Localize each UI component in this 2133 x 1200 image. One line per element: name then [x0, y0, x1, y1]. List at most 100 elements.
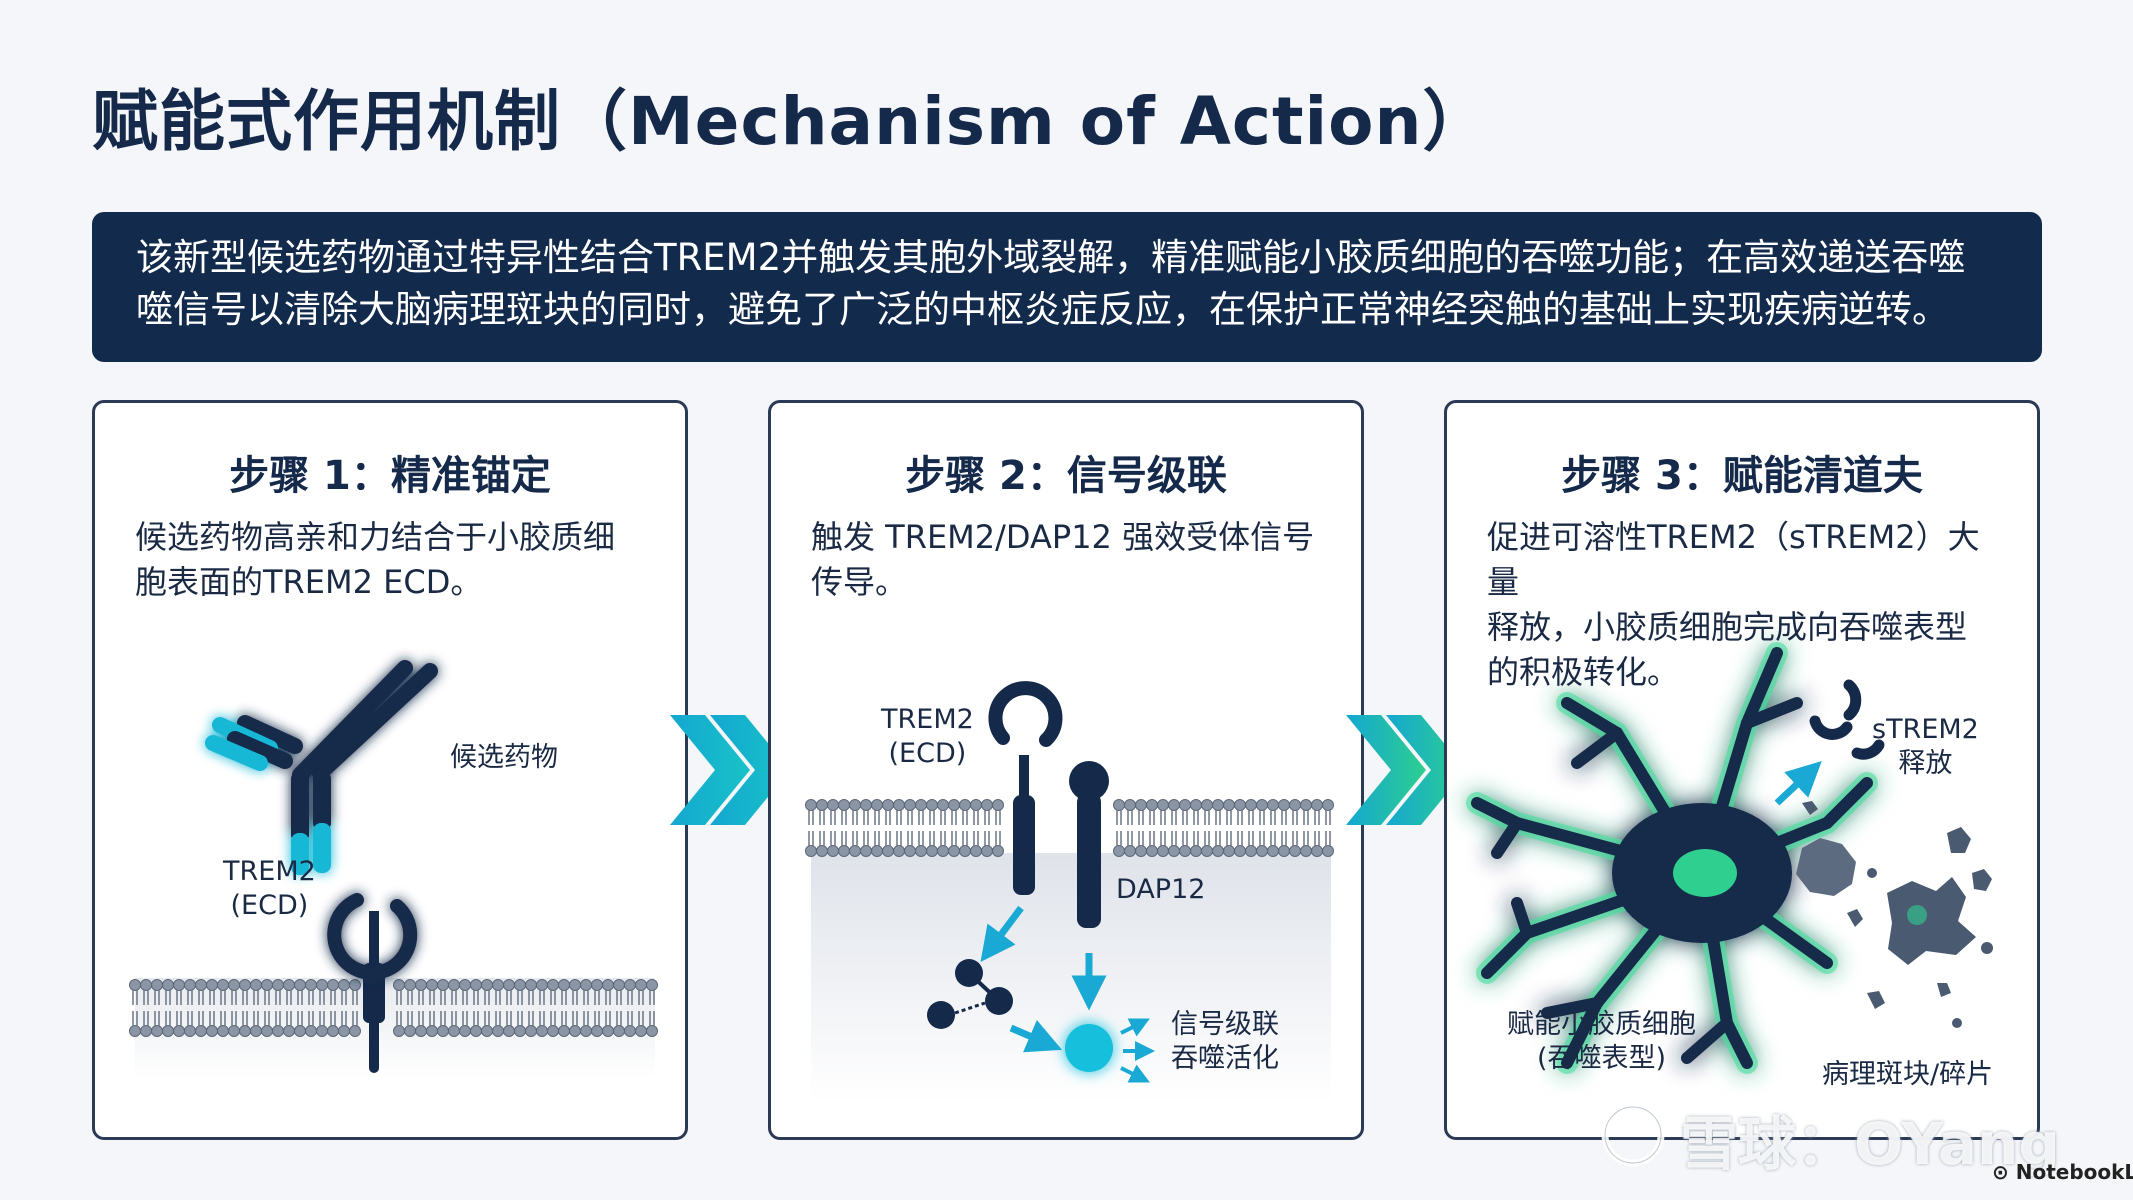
- lipid-head: [1190, 799, 1202, 811]
- lipid-head: [316, 1025, 328, 1037]
- lipid-head: [1289, 845, 1301, 857]
- lipid-head: [492, 1025, 504, 1037]
- lipid-head: [1311, 799, 1323, 811]
- lipid-head: [602, 1025, 614, 1037]
- dap12-adaptor: [1069, 761, 1109, 928]
- lipid-head: [948, 799, 960, 811]
- plaque-debris: [1796, 801, 1993, 1028]
- lipid-head: [1289, 799, 1301, 811]
- lipid-head: [261, 979, 273, 991]
- step-1-illustration: [129, 660, 658, 1078]
- lipid-head: [184, 979, 196, 991]
- step-2-trem2-label: TREM2 (ECD): [881, 703, 974, 771]
- lipid-head: [140, 979, 152, 991]
- step-2-title: 步骤 2：信号级联: [905, 453, 1227, 499]
- lipid-head: [316, 979, 328, 991]
- lipid-head: [272, 1025, 284, 1037]
- lipid-head: [492, 979, 504, 991]
- cascade-label: 信号级联 吞噬活化: [1171, 1008, 1279, 1076]
- lipid-head: [1245, 845, 1257, 857]
- lipid-head: [1322, 845, 1334, 857]
- lipid-head: [459, 1025, 471, 1037]
- lipid-head: [162, 1025, 174, 1037]
- strem2-label-text: sTREM2: [1872, 714, 1979, 745]
- microglia-label: 赋能小胶质细胞 (吞噬表型): [1507, 1008, 1696, 1076]
- drug-label: 候选药物: [450, 742, 558, 773]
- lipid-head: [959, 845, 971, 857]
- step-2-desc-line-1: 触发 TREM2/DAP12 强效受体信号: [811, 518, 1315, 556]
- trem2-receptor: [327, 893, 418, 1073]
- step-1-trem2-label: TREM2 (ECD): [223, 855, 316, 923]
- lipid-head: [173, 1025, 185, 1037]
- lipid-head: [1234, 799, 1246, 811]
- lipid-head: [893, 799, 905, 811]
- page-title: 赋能式作用机制（Mechanism of Action）: [92, 83, 1490, 160]
- lipid-head: [882, 799, 894, 811]
- step-1-description: 候选药物高亲和力结合于小胶质细 胞表面的TREM2 ECD。: [135, 515, 655, 605]
- lipid-head: [129, 979, 141, 991]
- lipid-head: [926, 845, 938, 857]
- step-3-description: 促进可溶性TREM2（sTREM2）大量 释放，小胶质细胞完成向吞噬表型 的积极…: [1487, 515, 2007, 695]
- lipid-head: [915, 845, 927, 857]
- lipid-head: [1234, 845, 1246, 857]
- lipid-head: [503, 1025, 515, 1037]
- lipid-head: [1278, 845, 1290, 857]
- lipid-head: [228, 979, 240, 991]
- lipid-head: [206, 979, 218, 991]
- lipid-head: [558, 1025, 570, 1037]
- lipid-head: [1267, 799, 1279, 811]
- lipid-head: [514, 1025, 526, 1037]
- lipid-head: [481, 979, 493, 991]
- lipid-head: [283, 1025, 295, 1037]
- lipid-head: [547, 1025, 559, 1037]
- lipid-head: [448, 979, 460, 991]
- lipid-head: [470, 979, 482, 991]
- lipid-head: [1179, 845, 1191, 857]
- step-3-desc-line-3: 的积极转化。: [1487, 653, 1680, 691]
- lipid-head: [970, 845, 982, 857]
- lipid-head: [503, 979, 515, 991]
- lipid-head: [217, 979, 229, 991]
- microglia-label-line-1: 赋能小胶质细胞: [1507, 1009, 1696, 1040]
- lipid-head: [816, 845, 828, 857]
- watermark: 雪球：OYang: [1680, 1110, 2060, 1178]
- lipid-head: [1168, 845, 1180, 857]
- lipid-head: [646, 1025, 658, 1037]
- lipid-head: [893, 845, 905, 857]
- lipid-head: [838, 845, 850, 857]
- lipid-head: [1135, 799, 1147, 811]
- lipid-head: [470, 1025, 482, 1037]
- step-1-desc-line-1: 候选药物高亲和力结合于小胶质细: [135, 518, 616, 556]
- lipid-head: [591, 1025, 603, 1037]
- lipid-head: [827, 845, 839, 857]
- lipid-head: [1300, 845, 1312, 857]
- lipid-head: [305, 979, 317, 991]
- cascade-label-line-1: 信号级联: [1171, 1009, 1279, 1040]
- lipid-head: [514, 979, 526, 991]
- lipid-head: [415, 979, 427, 991]
- lipid-head: [327, 979, 339, 991]
- lipid-head: [228, 1025, 240, 1037]
- lipid-head: [1124, 845, 1136, 857]
- lipid-head: [338, 1025, 350, 1037]
- lipid-head: [162, 979, 174, 991]
- lipid-head: [926, 799, 938, 811]
- lipid-head: [536, 979, 548, 991]
- lipid-head: [1256, 799, 1268, 811]
- lipid-head: [393, 1025, 405, 1037]
- lipid-head: [1157, 799, 1169, 811]
- strem2-fragments-icon: [1809, 679, 1885, 760]
- lipid-head: [904, 799, 916, 811]
- lipid-head: [151, 1025, 163, 1037]
- lipid-head: [602, 979, 614, 991]
- lipid-head: [882, 845, 894, 857]
- lipid-head: [1168, 799, 1180, 811]
- lipid-head: [635, 979, 647, 991]
- lipid-head: [525, 1025, 537, 1037]
- lipid-head: [393, 979, 405, 991]
- lipid-head: [580, 979, 592, 991]
- summary-line-2: 噬信号以清除大脑病理斑块的同时，避免了广泛的中枢炎症反应，在保护正常神经突触的基…: [136, 288, 1949, 331]
- activation-burst-icon: [1065, 1024, 1113, 1072]
- drug-antibody: [205, 660, 438, 875]
- lipid-head: [1311, 845, 1323, 857]
